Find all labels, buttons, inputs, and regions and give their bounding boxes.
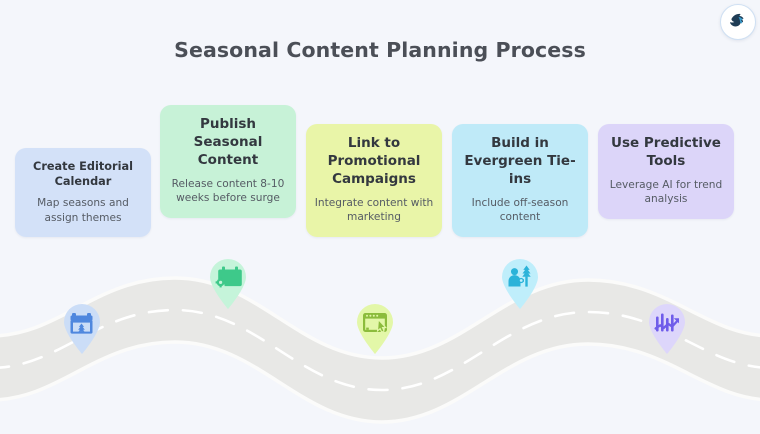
step-card-4-description: Include off-season content [471, 196, 569, 224]
step-card-3[interactable]: Link to Promotional Campaigns Integrate … [306, 124, 442, 237]
bar-chart-trend-icon [654, 313, 679, 332]
step-pin-3[interactable] [355, 303, 395, 355]
calendar-tree-icon [70, 313, 93, 334]
step-card-5[interactable]: Use Predictive Tools Leverage AI for tre… [598, 124, 734, 219]
step-card-1[interactable]: Create Editorial Calendar Map seasons an… [15, 148, 151, 238]
road-edge-top [0, 276, 760, 360]
bird-logo-icon [728, 10, 748, 34]
step-card-4-title: Build in Evergreen Tie-ins [464, 135, 576, 187]
page-title: Seasonal Content Planning Process [174, 38, 586, 62]
step-card-3-title: Link to Promotional Campaigns [327, 135, 421, 187]
road-edge-bottom [0, 340, 760, 424]
step-pin-1[interactable] [62, 303, 102, 355]
step-card-2-title: Publish Seasonal Content [193, 116, 263, 168]
step-pin-4[interactable] [500, 258, 540, 310]
step-card-3-description: Integrate content with marketing [314, 196, 434, 224]
step-card-1-description: Map seasons and assign themes [37, 197, 129, 224]
step-card-1-title: Create Editorial Calendar [33, 160, 133, 189]
calendar-gear-seven-icon: 7 [215, 266, 242, 288]
person-tree-icon [508, 265, 531, 287]
svg-text:7: 7 [231, 274, 239, 287]
step-card-5-title: Use Predictive Tools [611, 135, 721, 169]
step-card-2-description: Release content 8-10 weeks before surge [171, 177, 285, 205]
road-path-graphic [0, 240, 760, 434]
brand-logo-badge[interactable] [720, 4, 756, 40]
step-card-2[interactable]: Publish Seasonal Content Release content… [160, 105, 296, 218]
step-pin-2[interactable]: 7 [208, 258, 248, 310]
browser-cursor-icon [363, 313, 388, 333]
step-card-4[interactable]: Build in Evergreen Tie-ins Include off-s… [452, 124, 588, 237]
step-card-5-description: Leverage AI for trend analysis [609, 178, 723, 206]
road-center-dashes [0, 308, 760, 392]
step-pin-5[interactable] [647, 303, 687, 355]
